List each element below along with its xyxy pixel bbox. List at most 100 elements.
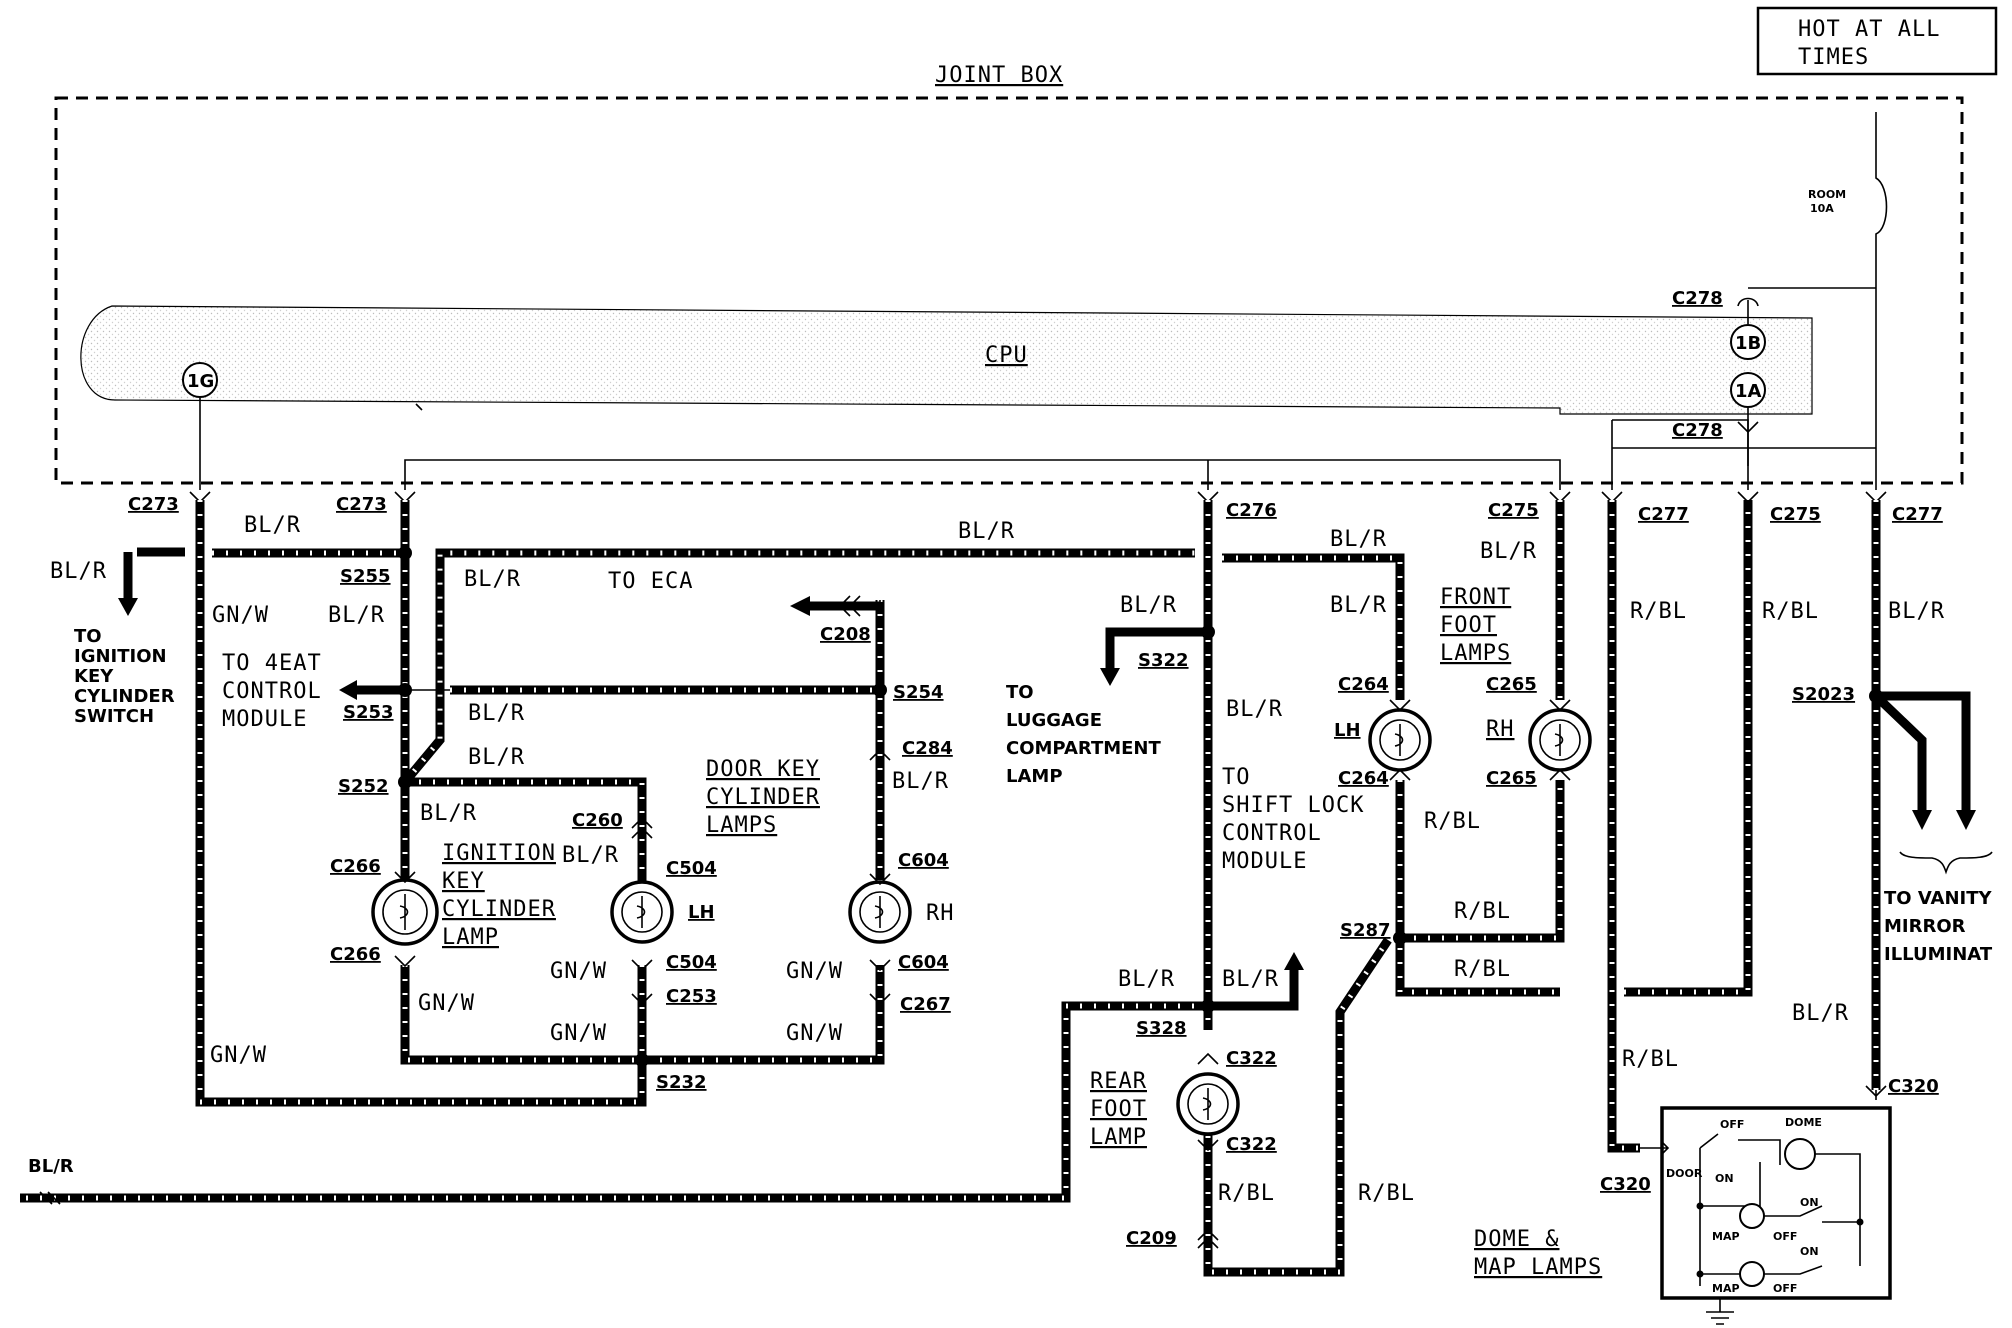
ign-lamp-line-3: CYLINDER	[442, 897, 556, 922]
c278-bottom-label: C278	[1672, 420, 1723, 441]
luggage-line-3: COMPARTMENT	[1006, 738, 1161, 759]
s2023-label: S2023	[1792, 684, 1855, 705]
to-ignition-line-4: CYLINDER	[74, 686, 175, 707]
shift-line-4: MODULE	[1222, 849, 1307, 874]
wire-label-27: R/BL	[1454, 957, 1511, 982]
svg-text:1A: 1A	[1735, 381, 1762, 402]
wire-label-21: BL/R	[1330, 593, 1387, 618]
hot-at-all-times-legend: HOT AT ALL TIMES	[1756, 6, 1998, 76]
pin-1g: 1G	[182, 362, 218, 398]
s232-dot	[635, 1053, 649, 1067]
wire-label-3: GN/W	[212, 603, 269, 628]
vanity-line-1: TO VANITY	[1884, 888, 1993, 909]
s254-dot	[873, 683, 887, 697]
c266-top-label: C266	[330, 856, 381, 877]
ignition-key-cylinder-lamp	[371, 878, 439, 946]
wire-label-23: BL/R	[1118, 967, 1175, 992]
s254-label: S254	[893, 682, 944, 703]
wire-label-9: BL/R	[420, 801, 477, 826]
c504-bottom-label: C504	[666, 952, 717, 973]
switch-off-label-3: OFF	[1773, 1282, 1797, 1295]
front-rh-label: RH	[1486, 717, 1515, 742]
component-labels: S255 S253 S252 S254 S232 S322 S328 S287 …	[330, 566, 1939, 1249]
joint-box: JOINT BOX CPU ROOM 10A 1G 1B 1A	[54, 63, 1964, 490]
s232-label: S232	[656, 1072, 707, 1093]
c322-top-label: C322	[1226, 1048, 1277, 1069]
s287-label: S287	[1340, 920, 1391, 941]
wire-label-22: BL/R	[1480, 539, 1537, 564]
c322-bottom-label: C322	[1226, 1134, 1277, 1155]
door-lh-label: LH	[688, 902, 715, 923]
c265-bottom-label: C265	[1486, 768, 1537, 789]
c284-label: C284	[902, 738, 953, 759]
luggage-line-1: TO	[1006, 682, 1034, 703]
to-4eat-line-1: TO 4EAT	[222, 651, 322, 676]
rear-foot-line-2: FOOT	[1090, 1097, 1147, 1122]
c273-right-label: C273	[336, 494, 387, 515]
wire-label-26: R/BL	[1454, 899, 1511, 924]
wire-label-2: BL/R	[244, 513, 301, 538]
front-lh-label: LH	[1334, 720, 1361, 741]
to-ignition-line-2: IGNITION	[74, 646, 167, 667]
c208-label: C208	[820, 624, 871, 645]
luggage-line-2: LUGGAGE	[1006, 710, 1102, 731]
c260-label: C260	[572, 810, 623, 831]
s255-dot	[398, 546, 412, 560]
wire-label-30: R/BL	[1630, 599, 1687, 624]
wire-label-12: GN/W	[418, 991, 475, 1016]
arrow-up-s328	[1284, 952, 1304, 970]
c265-top-label: C265	[1486, 674, 1537, 695]
switch-map-label-1: MAP	[1712, 1230, 1740, 1243]
s322-dot	[1201, 625, 1215, 639]
switch-door-label: DOOR	[1666, 1167, 1703, 1180]
front-foot-line-3: LAMPS	[1440, 641, 1511, 666]
room-fuse	[1875, 112, 1888, 288]
pin-1b: 1B	[1730, 324, 1766, 360]
wire-label-4: BL/R	[328, 603, 385, 628]
shift-line-1: TO	[1222, 765, 1251, 790]
front-foot-line-1: FRONT	[1440, 585, 1511, 610]
s328-label: S328	[1136, 1018, 1187, 1039]
s328-dot	[1201, 999, 1215, 1013]
to-4eat-line-2: CONTROL	[222, 679, 322, 704]
wire-label-32: BL/R	[1888, 599, 1945, 624]
front-foot-lamp-rh	[1528, 708, 1592, 772]
c320-left-label: C320	[1600, 1174, 1651, 1195]
door-key-line-3: LAMPS	[706, 813, 777, 838]
fuse-label-2: 10A	[1810, 202, 1834, 215]
c604-top-label: C604	[898, 850, 949, 871]
arrow-to-luggage	[1100, 668, 1120, 686]
arrows	[118, 596, 1993, 970]
svg-text:1G: 1G	[187, 371, 214, 392]
joint-box-connectors: C273 C273 C276 C275 C277 C275 C277	[128, 403, 1943, 525]
wire-label-29: R/BL	[1358, 1181, 1415, 1206]
s322-label: S322	[1138, 650, 1189, 671]
c604-bottom-label: C604	[898, 952, 949, 973]
legend-line-1: HOT AT ALL	[1798, 17, 1940, 42]
s252-dot	[398, 775, 412, 789]
wire-label-34: BL/R	[1792, 1001, 1849, 1026]
arrow-vanity-2	[1956, 810, 1976, 830]
door-key-lamp-rh	[848, 880, 912, 944]
wire-label-11: BL/R	[892, 769, 949, 794]
wire-label-6: BL/R	[958, 519, 1015, 544]
cpu-module	[80, 305, 1813, 415]
wire-color-labels: BL/R BL/R GN/W BL/R BL/R BL/R BL/R BL/R …	[28, 513, 1945, 1206]
c267-label: C267	[900, 994, 951, 1015]
rear-foot-lamp	[1176, 1072, 1240, 1136]
wire-label-28: R/BL	[1218, 1181, 1275, 1206]
front-foot-lamp-lh	[1368, 708, 1432, 772]
wire-label-10: BL/R	[562, 843, 619, 868]
s2023-dot	[1869, 689, 1883, 703]
c209-label: C209	[1126, 1228, 1177, 1249]
switch-off-label-2: OFF	[1773, 1230, 1797, 1243]
legend-line-2: TIMES	[1798, 45, 1869, 70]
lamps	[371, 708, 1592, 1136]
dome-map-switch-box: OFF DOME DOOR ON ON MAP OFF ON MAP OFF	[1640, 1106, 1892, 1325]
c275-left-label: C275	[1488, 500, 1539, 521]
door-key-line-1: DOOR KEY	[706, 757, 820, 782]
s253-label: S253	[343, 702, 394, 723]
c264-top-label: C264	[1338, 674, 1389, 695]
shift-line-3: CONTROL	[1222, 821, 1322, 846]
vanity-line-2: MIRROR	[1884, 916, 1966, 937]
